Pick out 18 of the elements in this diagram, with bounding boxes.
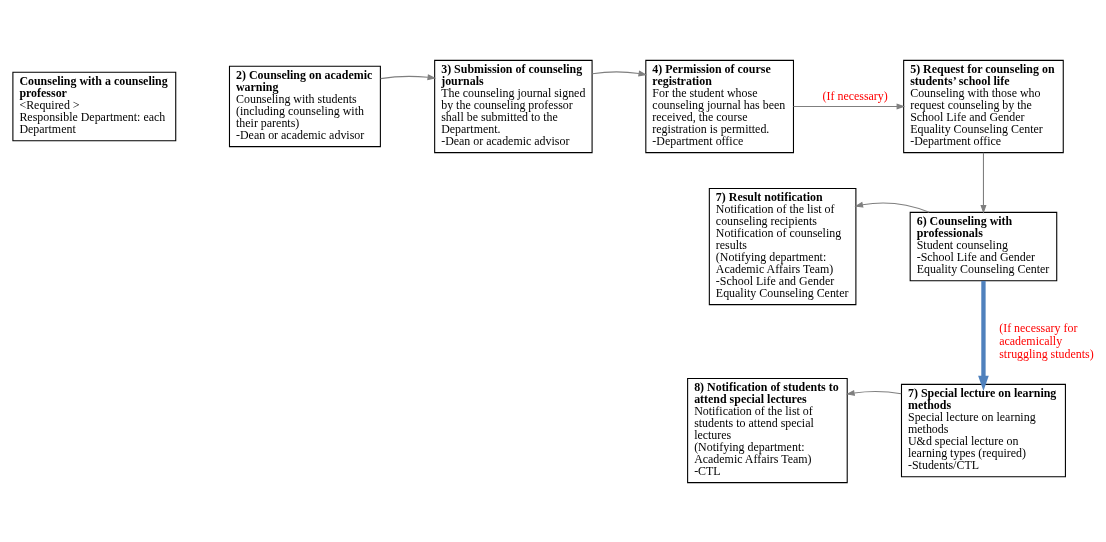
- node-box: 3) Submission of counseling journals The counseling journal signed by the counseling professor shall be submitted to the Department. -Dean or academic advisor: [434, 59, 593, 153]
- arrow: [792, 102, 906, 110]
- node-box: 7) Result notification Notification of the list of counseling recipients Notification of counseling results (Notifying department: Academic Affairs Team) -School Life and Gender Equality Counseling Center: [708, 187, 857, 305]
- arrow: [980, 151, 987, 214]
- edge-label: (If necessary for academically struggling students): [999, 320, 1094, 361]
- node-box: 6) Counseling with professionals Student counseling -School Life and Gender Equality Counseling Center: [909, 211, 1058, 281]
- arrow: [380, 73, 437, 80]
- edge-label: (If necessary): [822, 88, 888, 103]
- node-box: Counseling with a counseling professor <Required > Responsible Department: each Department: [12, 71, 177, 141]
- node-box: 7) Special lecture on learning methods Special lecture on learning methods U&d special lecture on learning types (required) -Students/CTL: [900, 383, 1066, 477]
- node-box: 4) Permission of course registration For the student whose counseling journal has been received, the course registration is permitted. -Department office: [645, 59, 794, 153]
- arrow: [854, 201, 930, 213]
- node-box: 5) Request for counseling on students’ school life Counseling with those who request counseling by the School Life and Gender Equality Counseling Center -Department office: [903, 59, 1064, 153]
- node-box: 8) Notification of students to attend special lectures Notification of the list of students to attend special lectures (Notifying department: Academic Affairs Team) -CTL: [687, 377, 848, 483]
- arrow: [845, 389, 902, 396]
- arrow: [978, 280, 989, 391]
- node-box: 2) Counseling on academic warning Counseling with students (including counseling with their parents) -Dean or academic advisor: [228, 65, 381, 147]
- arrow: [591, 69, 648, 76]
